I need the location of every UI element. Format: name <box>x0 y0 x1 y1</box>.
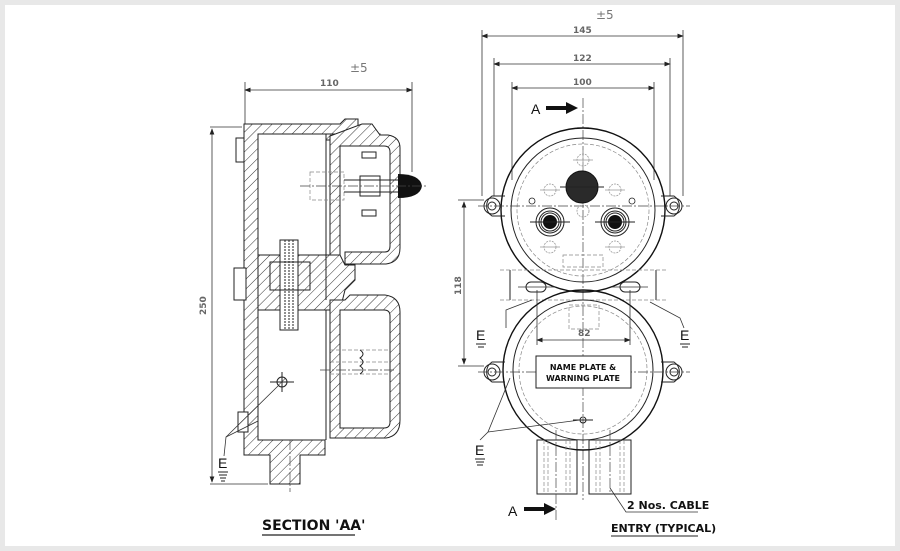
cable-entry-leader <box>609 487 698 513</box>
section-title: SECTION 'AA' <box>262 518 365 534</box>
earth-symbol-icon <box>218 471 228 482</box>
section-marker-top: A <box>531 101 541 117</box>
bottom-cover <box>329 294 401 439</box>
width-dim-text: 110 <box>320 79 339 89</box>
earth-label: E <box>218 455 227 471</box>
earth-label-left: E <box>476 327 485 343</box>
cable-entry-note-line-2: ENTRY (TYPICAL) <box>611 522 716 535</box>
section-marker-bottom: A <box>508 503 518 519</box>
upper-enclosure-inner <box>510 137 656 283</box>
body-width-dim-text: 100 <box>573 78 592 88</box>
top-cover <box>329 123 401 265</box>
body-wall <box>243 118 359 485</box>
screw-marks <box>528 150 636 254</box>
section-view: ±5 110 250 <box>199 61 428 536</box>
side-lug <box>233 267 247 301</box>
front-view: ±5 145 122 100 A 118 <box>454 8 716 537</box>
section-tolerance: ±5 <box>350 61 368 75</box>
name-plate-line-2: WARNING PLATE <box>546 374 620 383</box>
front-tolerance: ±5 <box>596 8 614 22</box>
cable-entry-note-line-1: 2 Nos. CABLE <box>627 499 709 512</box>
push-button-left <box>530 207 570 237</box>
mount-spacing-dim-text: 118 <box>454 276 464 295</box>
section-arrow-icon <box>524 503 556 515</box>
name-plate-line-1: NAME PLATE & <box>550 363 616 372</box>
side-lug <box>237 411 249 433</box>
push-button-right <box>595 207 635 237</box>
height-dim-text: 250 <box>199 296 209 315</box>
inner-span-dim-text: 82 <box>578 329 591 339</box>
earth-label-bottom: E <box>475 442 484 458</box>
mount-width-dim-text: 122 <box>573 54 592 64</box>
lower-enclosure-inner <box>512 299 654 441</box>
upper-enclosure-outer <box>500 127 666 293</box>
earth-symbol-icon <box>475 343 690 466</box>
name-plate <box>535 355 632 389</box>
cable-entry-right <box>588 430 632 495</box>
overall-width-dim-text: 145 <box>573 26 592 36</box>
drawing-sheet <box>5 5 895 546</box>
earth-leader <box>649 301 685 329</box>
section-arrow-icon <box>546 102 578 114</box>
earth-leader <box>505 299 533 328</box>
earth-label-right: E <box>680 327 689 343</box>
cable-entry-left <box>536 430 578 520</box>
lower-enclosure-outer <box>502 289 664 451</box>
side-lug <box>235 137 245 163</box>
